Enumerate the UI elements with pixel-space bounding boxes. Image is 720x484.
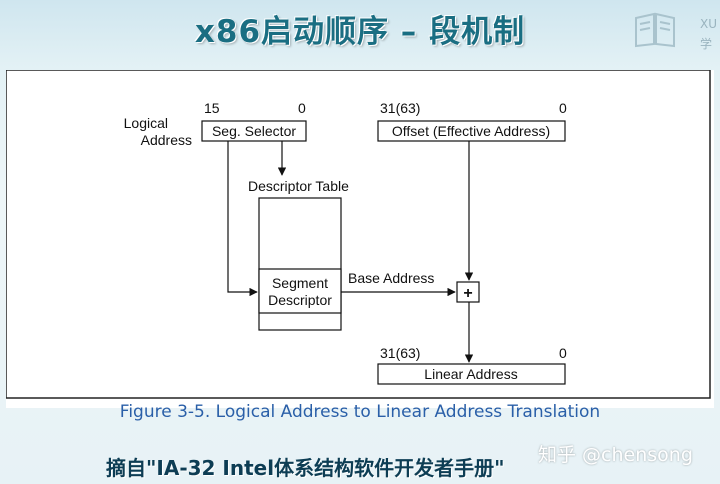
figure-caption: Figure 3-5. Logical Address to Linear Ad…	[119, 402, 601, 422]
logical-address-label-line1: Logical	[124, 115, 168, 131]
linear-address-box	[377, 363, 566, 385]
segment-descriptor-box	[258, 268, 342, 314]
slide-title: x86启动顺序 – 段机制	[194, 14, 526, 50]
offset-label: Offset (Effective Address)	[392, 123, 550, 139]
base-address-label: Base Address	[348, 270, 434, 286]
source-note: 摘自"IA-32 Intel体系结构软件开发者手册"	[106, 456, 505, 480]
offset-high-bit: 31(63)	[380, 100, 420, 116]
adder-symbol: +	[463, 285, 472, 302]
offset-box	[377, 120, 566, 142]
seg-selector-label: Seg. Selector	[212, 123, 296, 139]
translation-diagram: Logical Address 15 0 Seg. Selector 31(63…	[6, 70, 711, 399]
adder-box	[456, 281, 480, 303]
segment-descriptor-label-line1: Segment	[272, 275, 328, 291]
linear-low-bit: 0	[559, 345, 567, 361]
selector-low-bit: 0	[298, 100, 306, 116]
arrow-selector-to-descriptor	[227, 141, 258, 297]
seg-selector-box	[201, 120, 307, 142]
diagram-frame	[6, 70, 711, 399]
selector-high-bit: 15	[204, 100, 220, 116]
descriptor-table-label: Descriptor Table	[248, 178, 349, 194]
linear-address-label: Linear Address	[424, 366, 517, 382]
linear-high-bit: 31(63)	[380, 345, 420, 361]
offset-low-bit: 0	[559, 100, 567, 116]
logo-icon	[635, 12, 675, 48]
watermark: 知乎 @chensong	[538, 444, 693, 466]
diagram-panel	[6, 70, 714, 408]
logical-address-label-line2: Address	[141, 132, 192, 148]
segment-descriptor-label-line2: Descriptor	[268, 292, 332, 308]
logo-text: XU 学	[700, 17, 718, 51]
